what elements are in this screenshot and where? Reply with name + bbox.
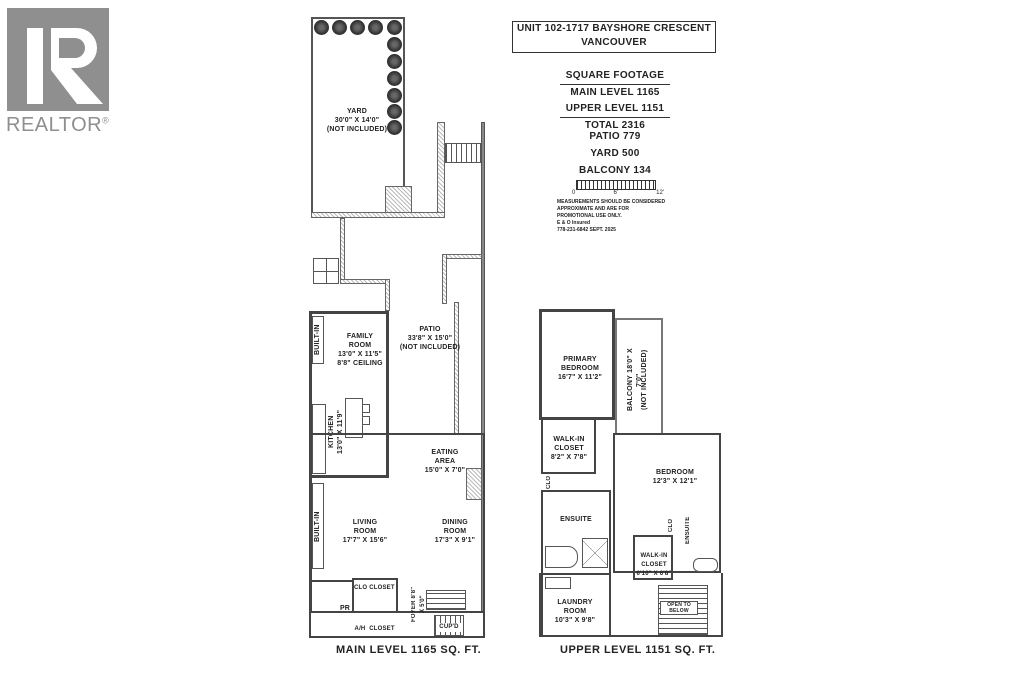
scale-labels: 0 6' 12'	[572, 190, 664, 196]
label-built-in-upper: BUILT-IN	[314, 324, 321, 356]
room-label-patio: PATIO 33'8" X 15'0" (NOT INCLUDED)	[399, 326, 461, 351]
tree-icon	[368, 20, 383, 35]
patio-table	[313, 258, 339, 284]
scale-bar	[576, 180, 656, 190]
washer-dryer	[545, 577, 571, 589]
tree-icon	[332, 20, 347, 35]
square-footage-summary: SQUARE FOOTAGE MAIN LEVEL 1165 UPPER LEV…	[560, 68, 670, 134]
fireplace	[466, 468, 482, 500]
room-label-living: LIVING ROOM 17'7" X 15'6"	[342, 519, 388, 544]
tree-icon	[387, 71, 402, 86]
tree-icon	[350, 20, 365, 35]
main-level-caption: MAIN LEVEL 1165 SQ. FT.	[336, 644, 482, 656]
disclaimer-line: MEASUREMENTS SHOULD BE CONSIDERED	[557, 199, 666, 205]
tree-icon	[314, 20, 329, 35]
label-ah: A/H	[354, 626, 366, 632]
realtor-logo-mark	[7, 8, 109, 111]
scale-label-6: 6'	[613, 190, 618, 196]
entry-walls	[309, 612, 485, 638]
closets-block	[352, 578, 398, 613]
bedroom-walls	[613, 433, 721, 573]
disclaimer-line: PROMOTIONAL USE ONLY.	[557, 213, 622, 219]
sqft-upper: UPPER LEVEL 1151	[560, 101, 670, 118]
realtor-r-icon	[27, 28, 103, 104]
realtor-wordmark: REALTOR®	[6, 114, 110, 136]
room-label-bedroom: BEDROOM 12'3" X 12'1"	[652, 469, 698, 485]
label-built-in-lower: BUILT-IN	[314, 511, 321, 543]
exterior-stairs	[445, 143, 481, 163]
bar-stool	[362, 416, 370, 425]
tree-icon	[387, 104, 402, 119]
scale-label-12: 12'	[656, 190, 664, 196]
label-ensuite-1: ENSUITE	[560, 516, 592, 523]
family-kitchen-walls	[309, 311, 389, 478]
room-label-yard: YARD 30'0" X 14'0" (NOT INCLUDED)	[326, 108, 388, 133]
label-clo-2: CLO	[668, 518, 674, 532]
built-in-cabinet	[312, 316, 324, 364]
bathtub	[545, 546, 578, 568]
planter-wall	[311, 212, 445, 218]
upper-bottom-walls	[539, 573, 723, 637]
label-ensuite-2: ENSUITE	[685, 516, 691, 544]
tree-icon	[387, 120, 402, 135]
tree-icon	[387, 88, 402, 103]
label-cupd: CUP'D	[437, 623, 461, 632]
kitchen-counter	[312, 404, 326, 474]
planter-wall	[437, 122, 445, 217]
tree-icon	[387, 20, 402, 35]
room-label-primary-bedroom: PRIMARY BEDROOM 16'7" X 11'2"	[557, 356, 603, 381]
room-label-walkin-1: WALK-IN CLOSET 8'2" X 7'8"	[550, 436, 588, 461]
disclaimer: MEASUREMENTS SHOULD BE CONSIDERED APPROX…	[557, 199, 687, 234]
walk-in-closet-2	[633, 535, 673, 580]
disclaimer-line: 778-231-6842 SEPT. 2025	[557, 227, 616, 233]
room-label-dining: DINING ROOM 17'3" X 9'1"	[434, 519, 476, 544]
planter-wall	[454, 302, 459, 434]
walk-in-closet-1	[541, 418, 596, 474]
address-title-box: UNIT 102-1717 BAYSHORE CRESCENT VANCOUVE…	[512, 21, 716, 53]
tree-icon	[387, 37, 402, 52]
planter-wall	[340, 218, 345, 280]
label-closet-1: CLOSET	[369, 585, 395, 591]
address-line-1: UNIT 102-1717 BAYSHORE CRESCENT	[517, 23, 711, 34]
room-label-eating: EATING AREA 15'0" X 7'0"	[424, 449, 466, 474]
disclaimer-line: E & O Insured	[557, 220, 591, 226]
room-label-family: FAMILY ROOM 13'0" X 11'5" 8'8" CEILING	[337, 333, 383, 367]
scale-label-0: 0	[572, 190, 576, 196]
room-label-laundry: LAUNDRY ROOM 10'3" X 9'8"	[554, 599, 596, 624]
label-clo-1: CLO	[546, 475, 552, 489]
planter-wall	[385, 279, 390, 311]
tree-icon	[387, 54, 402, 69]
outdoor-areas-summary: PATIO 779 YARD 500 BALCONY 134	[560, 128, 670, 179]
label-closet-2: CLOSET	[369, 626, 395, 632]
upper-level-caption: UPPER LEVEL 1151 SQ. FT.	[560, 644, 716, 656]
balcony-note: (NOT INCLUDED)	[641, 349, 648, 411]
planter	[385, 186, 412, 216]
patio-area: PATIO 779	[589, 131, 641, 142]
bathtub-2	[693, 558, 718, 572]
bar-stool	[362, 404, 370, 413]
shower	[582, 538, 608, 568]
sqft-heading: SQUARE FOOTAGE	[560, 68, 670, 85]
room-label-walkin-2: WALK-IN CLOSET 6'10" X 6'8"	[636, 553, 672, 577]
label-clo: CLO	[354, 585, 368, 591]
address-line-2: VANCOUVER	[581, 37, 647, 48]
open-to-below: OPEN TO BELOW	[660, 601, 698, 615]
sqft-total: TOTAL 2316	[584, 120, 646, 131]
label-pr: PR	[339, 605, 351, 612]
sqft-main: MAIN LEVEL 1165	[570, 87, 660, 98]
disclaimer-line: APPROXIMATE AND ARE FOR	[557, 206, 630, 212]
planter-wall	[442, 254, 482, 259]
kitchen-island	[345, 398, 363, 438]
yard-area: YARD 500	[590, 148, 640, 159]
main-stairs	[426, 590, 466, 610]
built-in-cabinet	[312, 483, 324, 569]
balcony-area: BALCONY 134	[578, 165, 652, 176]
planter-wall	[442, 254, 447, 304]
planter-wall	[340, 279, 390, 284]
